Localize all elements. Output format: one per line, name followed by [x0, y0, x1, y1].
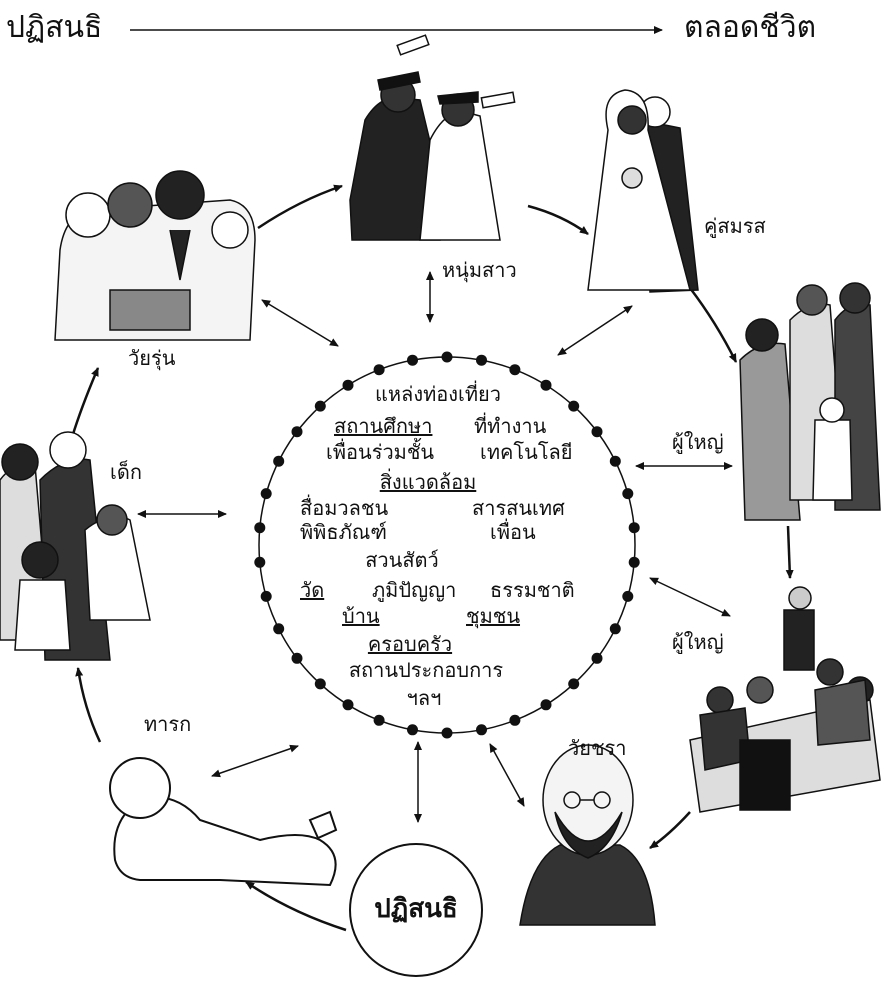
circle-dot — [407, 354, 418, 366]
circle-dot — [476, 354, 487, 366]
circle-dot — [568, 400, 580, 412]
env-friends: เพื่อน — [490, 520, 536, 544]
circle-dot — [314, 678, 326, 690]
env-technology: เทคโนโลยี — [480, 440, 573, 464]
circle-dot — [254, 522, 266, 534]
circle-dot — [591, 652, 603, 664]
stage-label-adult-2: ผู้ใหญ่ — [672, 630, 724, 654]
env-mass-media: สื่อมวลชน — [300, 496, 389, 520]
circle-dot — [540, 379, 552, 391]
stage-label-elderly: วัยชรา — [568, 736, 627, 760]
env-workplace: ที่ทำงาน — [474, 414, 547, 438]
circle-dot — [628, 522, 640, 534]
circle-dot — [260, 488, 272, 500]
circle-dot — [260, 590, 272, 602]
arrow-graduates-to-couple — [527, 204, 589, 236]
env-family: ครอบครัว — [367, 632, 453, 656]
conception-label: ปฏิสนธิ — [374, 894, 458, 924]
stage-label-couple: คู่สมรส — [704, 214, 766, 238]
circle-dot — [373, 364, 385, 376]
circle-dot — [540, 699, 552, 711]
conception-circle — [349, 843, 483, 977]
arrow-family-to-meeting — [785, 525, 794, 579]
circle-dot — [628, 556, 640, 568]
arrow-meeting-to-elderly — [649, 811, 691, 850]
two-way-arrow-infant — [211, 744, 299, 778]
two-way-arrow-teen — [261, 299, 339, 347]
timeline-end-label: ตลอดชีวิต — [684, 10, 817, 45]
env-home: บ้าน — [342, 604, 380, 628]
arrow-infant-to-child — [75, 667, 102, 743]
circle-dot — [254, 556, 266, 568]
arrow-rebirth-to-infant — [245, 880, 347, 932]
circle-dot — [273, 623, 285, 635]
circle-dot — [441, 727, 453, 739]
elderly-man-illustration — [519, 744, 656, 926]
circle-dot — [568, 678, 580, 690]
arrow-teen-to-graduates — [257, 184, 343, 230]
two-way-arrow-meeting — [649, 577, 731, 617]
meeting-speaker-illustration — [689, 586, 881, 813]
teenagers-group-illustration — [54, 170, 256, 341]
circle-dot — [342, 379, 354, 391]
circle-dot — [476, 724, 487, 736]
circle-dot — [509, 714, 521, 726]
env-tourist-spots: แหล่งท่องเที่ยว — [374, 382, 502, 406]
two-way-arrow-couple — [557, 305, 633, 356]
circle-dot — [342, 699, 354, 711]
wedding-couple-illustration — [587, 89, 699, 293]
env-etc: ฯลฯ — [406, 686, 442, 710]
stage-label-child: เด็ก — [110, 460, 142, 484]
circle-dot — [622, 488, 634, 500]
graduates-illustration — [349, 34, 516, 241]
circle-dot — [291, 652, 303, 664]
circle-dot — [273, 455, 285, 467]
lifecycle-arrows — [68, 184, 794, 932]
circle-dot — [441, 351, 453, 363]
env-community: ชุมชน — [466, 604, 521, 628]
circle-dot — [407, 724, 418, 736]
family-standing-illustration — [739, 282, 881, 521]
environment-arrows — [137, 271, 733, 823]
circle-dot — [622, 590, 634, 602]
two-way-arrow-elderly — [489, 743, 525, 807]
circle-dot — [509, 364, 521, 376]
circle-dot — [373, 714, 385, 726]
circle-dot — [314, 400, 326, 412]
crawling-baby-illustration — [109, 757, 338, 887]
circle-dot — [591, 426, 603, 438]
timeline-start-label: ปฏิสนธิ — [6, 10, 103, 45]
circle-dot — [291, 426, 303, 438]
env-local-wisdom: ภูมิปัญญา — [372, 578, 457, 602]
family-children-illustration — [0, 431, 151, 661]
stage-label-adult-1: ผู้ใหญ่ — [672, 430, 724, 454]
arrow-couple-to-family — [689, 287, 738, 363]
env-nature: ธรรมชาติ — [490, 578, 575, 602]
circle-dots — [254, 351, 640, 739]
stage-label-young-adult: หนุ่มสาว — [442, 258, 517, 282]
env-classmates: เพื่อนร่วมชั้น — [326, 440, 435, 464]
env-surroundings: สิ่งแวดล้อม — [379, 470, 477, 494]
env-zoo: สวนสัตว์ — [365, 548, 439, 572]
env-business: สถานประกอบการ — [348, 658, 504, 682]
circle-dot — [609, 455, 621, 467]
env-museum: พิพิธภัณฑ์ — [300, 520, 387, 544]
env-school: สถานศึกษา — [334, 414, 433, 438]
stage-label-teen: วัยรุ่น — [128, 346, 176, 370]
circle-dot — [609, 623, 621, 635]
stage-label-infant: ทารก — [144, 712, 192, 736]
env-temple: วัด — [300, 578, 325, 602]
env-information: สารสนเทศ — [472, 496, 565, 520]
